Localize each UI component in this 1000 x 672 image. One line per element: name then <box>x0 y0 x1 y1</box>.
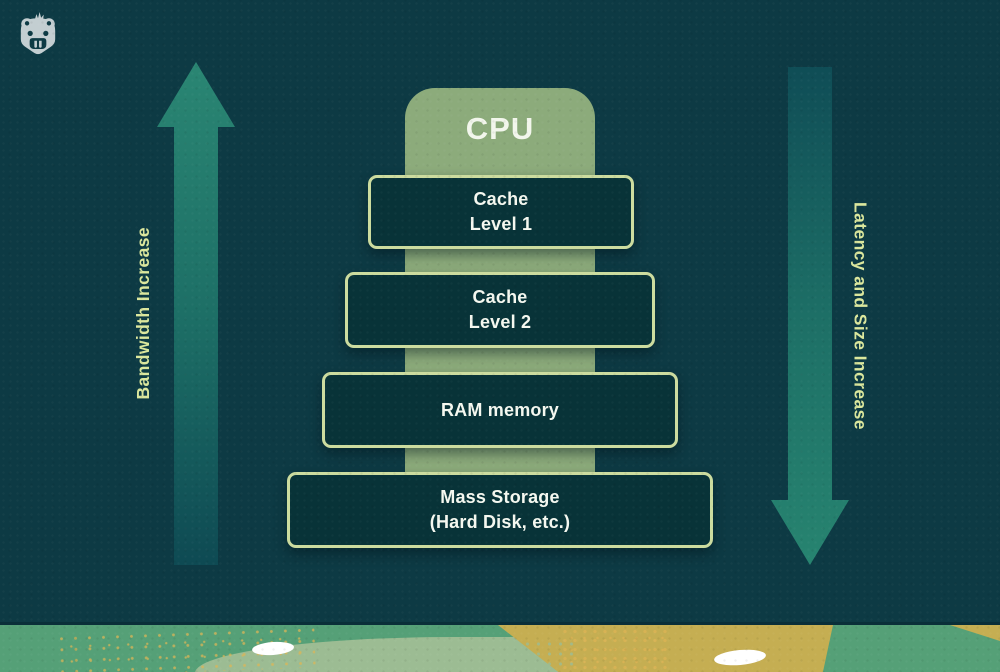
landscape-footer <box>0 622 1000 672</box>
memory-level-box-cache-l2: Cache Level 2 <box>345 272 655 348</box>
cpu-title: CPU <box>465 111 535 146</box>
gold-corner <box>950 625 1000 641</box>
memory-level-label: RAM memory <box>440 399 560 420</box>
bandwidth-up-arrow-icon <box>157 62 235 570</box>
memory-level-box-ram: RAM memory <box>322 372 678 448</box>
memory-level-box-mass-storage: Mass Storage (Hard Disk, etc.) <box>287 472 713 548</box>
latency-axis-label: Latency and Size Increase <box>850 202 871 430</box>
memory-level-label: Mass Storage (Hard Disk, etc.) <box>429 487 571 532</box>
bandwidth-axis-label: Bandwidth Increase <box>132 227 153 400</box>
memory-level-label: Cache Level 1 <box>469 189 533 234</box>
bandwidth-axis: Bandwidth Increase <box>128 62 158 565</box>
latency-axis: Latency and Size Increase <box>844 67 876 565</box>
memory-level-label: Cache Level 2 <box>468 287 532 332</box>
memory-level-box-cache-l1: Cache Level 1 <box>368 175 634 249</box>
sage-speckles <box>500 639 580 672</box>
beaver-logo-icon <box>14 11 62 61</box>
latency-down-arrow-icon <box>771 67 849 570</box>
